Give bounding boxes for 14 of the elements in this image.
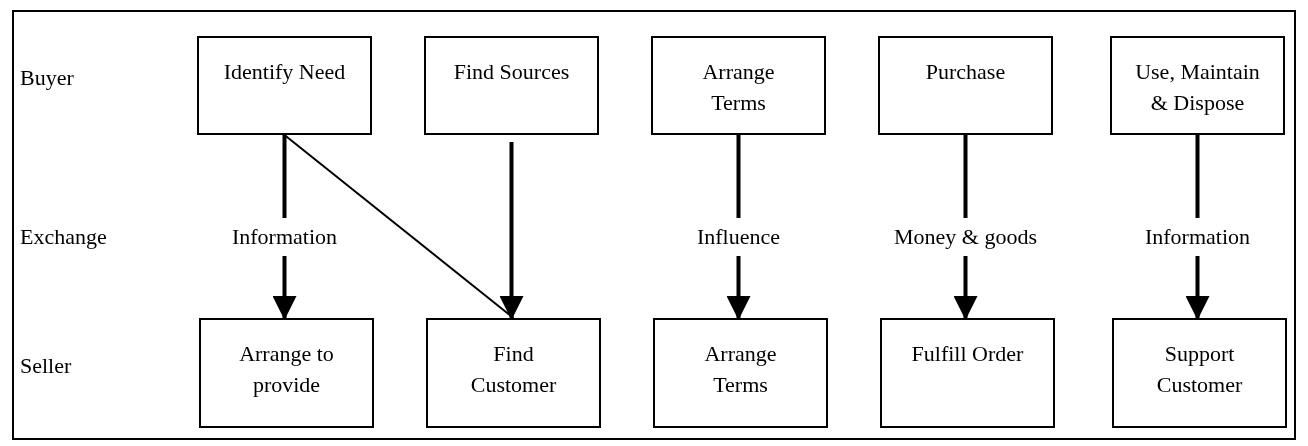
process-box: Purchase [878,36,1053,135]
row-label: Seller [20,355,72,377]
process-box: Arrange Terms [651,36,826,135]
process-box: Arrange Terms [653,318,828,428]
process-box: Find Customer [426,318,601,428]
arrow [499,142,524,320]
process-box: Identify Need [197,36,372,135]
process-box: Support Customer [1112,318,1287,428]
row-label: Buyer [20,67,74,89]
process-box: Arrange to provide [199,318,374,428]
process-box: Find Sources [424,36,599,135]
row-label: Exchange [20,226,107,248]
process-box: Use, Maintain & Dispose [1110,36,1285,135]
process-box: Fulfill Order [880,318,1055,428]
